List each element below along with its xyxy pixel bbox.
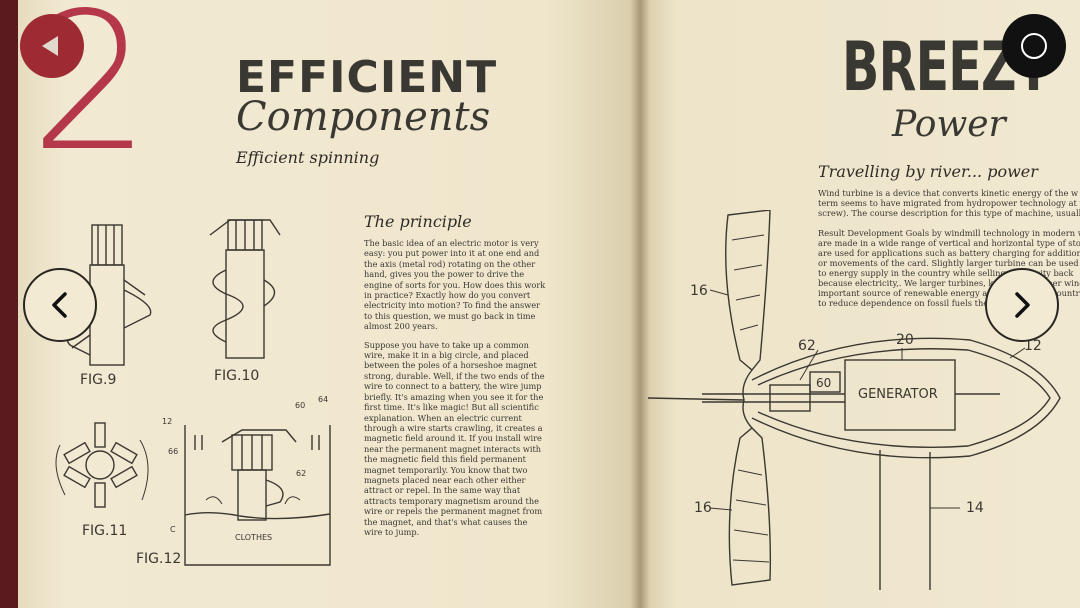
part-16-upper-label: 16 [690, 283, 708, 299]
back-triangle-icon [42, 36, 58, 56]
principle-body: The basic idea of an electric motor is v… [364, 238, 548, 545]
principle-paragraph: The basic idea of an electric motor is v… [364, 238, 546, 332]
wind-turbine-diagram: 16 16 62 60 20 12 GENERATOR 14 [647, 210, 1061, 590]
part-16-lower-label: 16 [694, 500, 712, 516]
fig10-drawing [209, 219, 281, 359]
text-line: screw). The course description for this … [818, 208, 1080, 218]
fig10-label: FIG.10 [214, 368, 259, 384]
section-paragraph: Result Development Goals by windmill tec… [818, 228, 1080, 308]
fig12-part-c: C [170, 525, 176, 534]
shaft-tip [647, 397, 745, 401]
text-line: to reduce dependence on fossil fuels the [818, 298, 989, 308]
part-60-box [809, 371, 841, 393]
text-line: are made in a wide range of vertical and… [818, 238, 1080, 248]
text-line: important source of renewable energy and… [818, 288, 1080, 298]
text-line: term seems to have migrated from hydropo… [818, 198, 1080, 208]
back-button[interactable] [20, 14, 84, 78]
clothes-label: CLOTHES [235, 533, 272, 542]
motor-figures-illustration: FIG.9 FIG.10 FIG.11 CLOTHES 12 [55, 219, 331, 567]
fig12-part-12: 12 [162, 417, 172, 426]
text-line: to energy supply in the country while se… [818, 268, 1074, 278]
tower [879, 450, 931, 590]
fig12-part-64: 64 [318, 395, 328, 404]
section-body: Wind turbine is a device that converts k… [818, 188, 1080, 318]
principle-heading: The principle [364, 212, 472, 231]
part-20-label: 20 [896, 332, 914, 348]
part-12-label: 12 [1024, 338, 1042, 354]
part-14-label: 14 [966, 500, 984, 516]
fig12-part-62: 62 [296, 469, 306, 478]
nacelle [751, 337, 1061, 459]
generator-label: GENERATOR [858, 387, 938, 402]
text-line: Result Development Goals by windmill tec… [818, 228, 1080, 238]
section-paragraph: Wind turbine is a device that converts k… [818, 188, 1080, 218]
page-title-script: Components [236, 94, 491, 140]
fig12-label: FIG.12 [136, 551, 181, 567]
text-line: Wind turbine is a device that converts k… [818, 188, 1079, 198]
fig11-label: FIG.11 [82, 523, 127, 539]
page-subtitle: Efficient spinning [236, 148, 380, 167]
lower-blade [728, 427, 772, 586]
text-line: or movements of the card. Slightly large… [818, 258, 1080, 268]
fig11-drawing [55, 422, 149, 508]
page-title: EFFICIENT [236, 52, 498, 103]
part-60-label: 60 [816, 376, 831, 390]
book-spine [630, 0, 650, 608]
text-line: because electricity,. We larger turbines… [818, 278, 1080, 288]
chevron-left-icon [52, 292, 67, 318]
fig9-label: FIG.9 [80, 372, 116, 388]
hub [742, 369, 753, 429]
part-62-label: 62 [798, 338, 816, 354]
principle-paragraph: Suppose you have to take up a common wir… [364, 339, 545, 537]
section-heading: Travelling by river... power [818, 162, 1038, 181]
upper-blade [725, 210, 771, 371]
text-line: are used for applications such as batter… [818, 248, 1080, 258]
previous-page-button[interactable] [23, 268, 97, 342]
right-page-title-script: Power [892, 104, 1006, 145]
fig12-part-60: 60 [295, 401, 305, 410]
fig12-drawing [184, 425, 331, 566]
chevron-right-icon [1015, 292, 1030, 318]
next-page-button[interactable] [985, 268, 1059, 342]
left-page [18, 0, 640, 608]
fig12-part-66: 66 [168, 447, 178, 456]
generator-box [844, 359, 956, 431]
record-button[interactable] [1002, 14, 1066, 78]
record-circle-icon [1021, 33, 1047, 59]
